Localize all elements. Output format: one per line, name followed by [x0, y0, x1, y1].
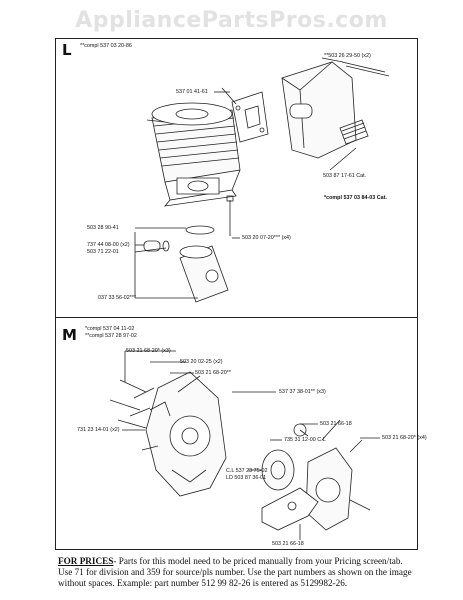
label-a3: 503 21 68-20**	[195, 370, 231, 376]
label-a6: 503 21 66-18	[320, 421, 352, 427]
label-muffler-cat: 503 87 17-61 Cat.	[323, 173, 367, 179]
crankcase-ribs	[130, 388, 158, 450]
label-a4: 537 37 38-01** (x3)	[279, 389, 326, 395]
piston-ring	[186, 226, 214, 234]
label-compl-cat: *compl 537 03 84-03 Cat.	[324, 195, 387, 201]
crankcase-right	[306, 448, 352, 530]
label-a2: 503 20 02-25 (x2)	[180, 359, 223, 365]
cylinder-drawing	[152, 103, 240, 206]
pricing-text: - Parts for this model need to be priced…	[58, 556, 412, 588]
label-a11: 503 21 66-18	[272, 541, 304, 547]
exhaust-gasket	[232, 92, 268, 142]
piston-drawing	[180, 246, 228, 302]
label-gasket: 537 01 41-61	[176, 89, 208, 95]
clutch-drum	[248, 424, 308, 490]
label-p4: 037 33 56-02***	[98, 295, 137, 301]
label-a10: LD 503 87 36-01	[226, 475, 267, 481]
label-a8: 503 21 68-20* (x4)	[382, 435, 427, 441]
label-compl-b: **compl 537 28 97-02	[85, 333, 137, 339]
label-screw-x4: 503 20 07-20*** (x4)	[242, 235, 291, 241]
section-letter-l: L	[62, 41, 72, 59]
label-compl-top: **compl 537 03 20-86	[80, 43, 132, 49]
label-compl-a: *compl 537 04 11-02	[85, 326, 135, 332]
label-a5: 731 23 14-01 (x2)	[77, 427, 120, 433]
pricing-note: FOR PRICES- Parts for this model need to…	[58, 556, 418, 589]
pricing-heading: FOR PRICES	[58, 556, 114, 566]
handle-bracket	[262, 488, 318, 530]
label-p2: 737 44 08-00 (x2)	[87, 242, 130, 248]
crankcase-left	[146, 372, 226, 496]
piston-pin	[144, 241, 160, 251]
label-a1: 503 21 68-20* (x3)	[126, 348, 171, 354]
label-p3: 503 71 22-01	[87, 249, 119, 255]
muffler-drawing	[282, 62, 368, 158]
label-a7: 735 31 12-00 C.L	[284, 437, 326, 443]
watermark-logo: AppliancePartsPros.com	[75, 8, 388, 33]
label-screw-top: **503 26 29-50 (x2)	[324, 53, 371, 59]
label-a9: C.L 537 23 75-02	[226, 468, 268, 474]
section-divider	[55, 317, 417, 318]
cylinder-screw	[227, 196, 233, 236]
label-p1: 503 28 90-41	[87, 225, 119, 231]
section-letter-m: M	[62, 326, 77, 344]
